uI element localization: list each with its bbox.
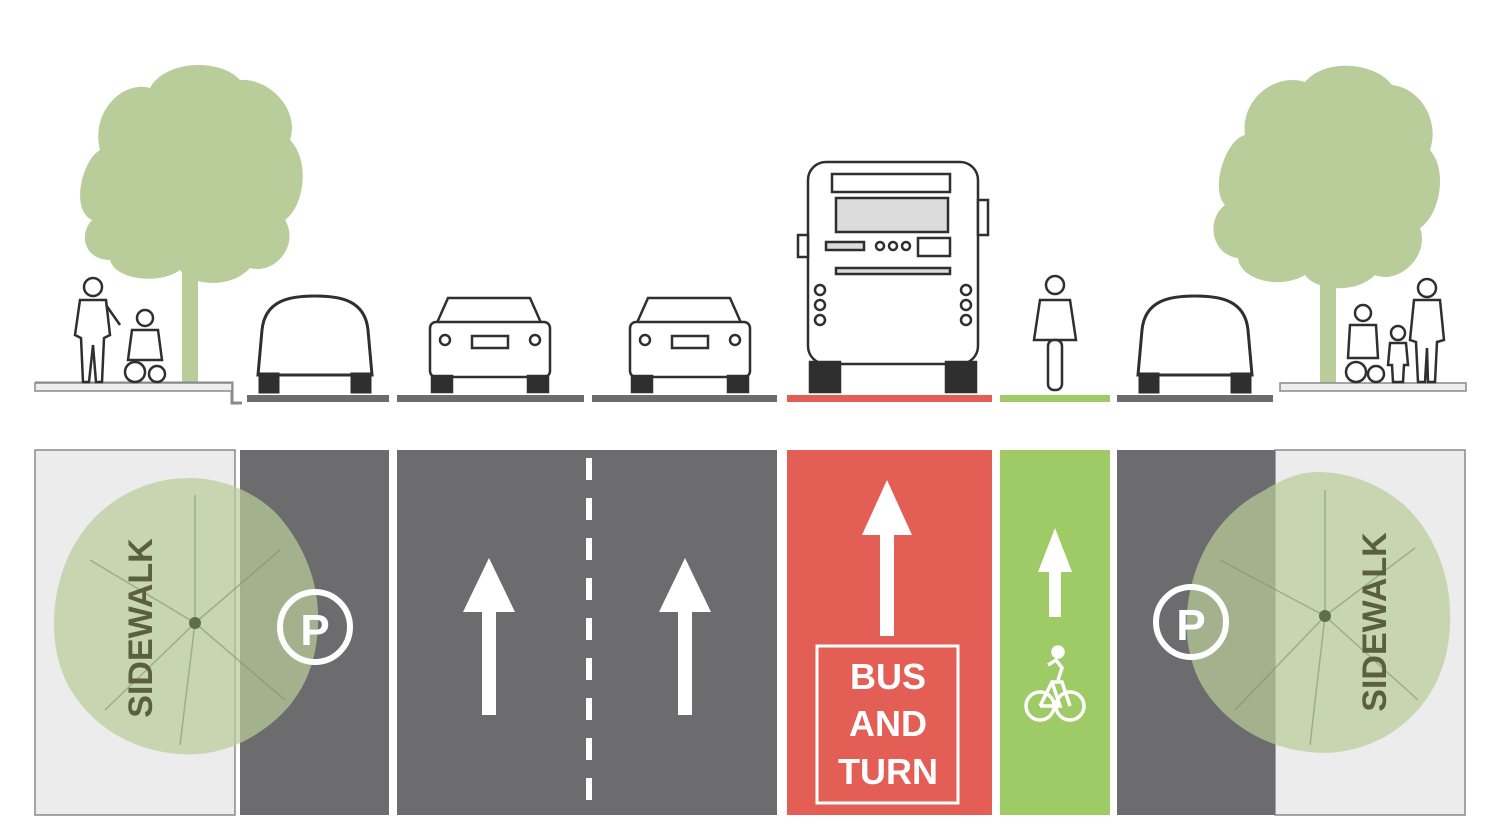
adult-pedestrian-icon <box>1408 277 1446 384</box>
parked-car-left-icon <box>256 294 374 394</box>
wheelchair-user-right-icon <box>1344 303 1386 384</box>
child-pedestrian-icon <box>1386 324 1410 384</box>
right-sidewalk-slab <box>1279 382 1467 392</box>
car-lane-2-icon <box>628 296 752 394</box>
ground-parking-right <box>1117 395 1273 402</box>
travel-arrow-lane-2-icon <box>659 558 711 715</box>
parking-left-label: P <box>300 606 329 655</box>
bus-label-line-1: BUS <box>850 656 926 697</box>
bike-lane-arrow-icon <box>1038 528 1072 617</box>
tree-canopy-right-icon <box>1186 472 1451 753</box>
bike-lane <box>1000 450 1110 815</box>
ground-lane-2 <box>592 395 777 402</box>
wheelchair-user-icon <box>123 308 167 384</box>
travel-arrow-lane-1-icon <box>463 558 515 715</box>
parked-car-right-icon <box>1136 294 1254 394</box>
parking-left-icon: P <box>277 589 353 665</box>
bus-turn-label-box <box>815 644 960 805</box>
tree-canopy-left-icon <box>53 478 319 755</box>
sidewalk-left-label: SIDEWALK <box>122 538 160 718</box>
cyclist-icon <box>1032 274 1078 392</box>
left-tree-icon <box>80 65 303 385</box>
pedestrian-walking-icon <box>73 276 122 384</box>
elevation-view <box>34 65 1467 405</box>
ground-bus-lane <box>787 395 992 402</box>
parking-right-label: P <box>1176 601 1205 650</box>
plan-view: SIDEWALK SIDEWALK P P <box>34 449 1466 816</box>
right-tree-icon <box>1213 65 1441 385</box>
parking-right-icon: P <box>1153 584 1229 660</box>
bus-label-line-3: TURN <box>838 751 938 792</box>
ground-lane-1 <box>397 395 584 402</box>
bicycle-symbol-icon <box>1024 645 1086 722</box>
ground-bike-lane <box>1000 395 1110 402</box>
car-lane-1-icon <box>428 296 552 394</box>
sidewalk-right-label: SIDEWALK <box>1356 532 1394 712</box>
bus-lane-arrow-icon <box>862 480 912 636</box>
ground-parking-left <box>247 395 389 402</box>
bus-icon <box>796 160 990 394</box>
bus-label-line-2: AND <box>849 703 927 744</box>
left-sidewalk-slab <box>34 382 233 392</box>
